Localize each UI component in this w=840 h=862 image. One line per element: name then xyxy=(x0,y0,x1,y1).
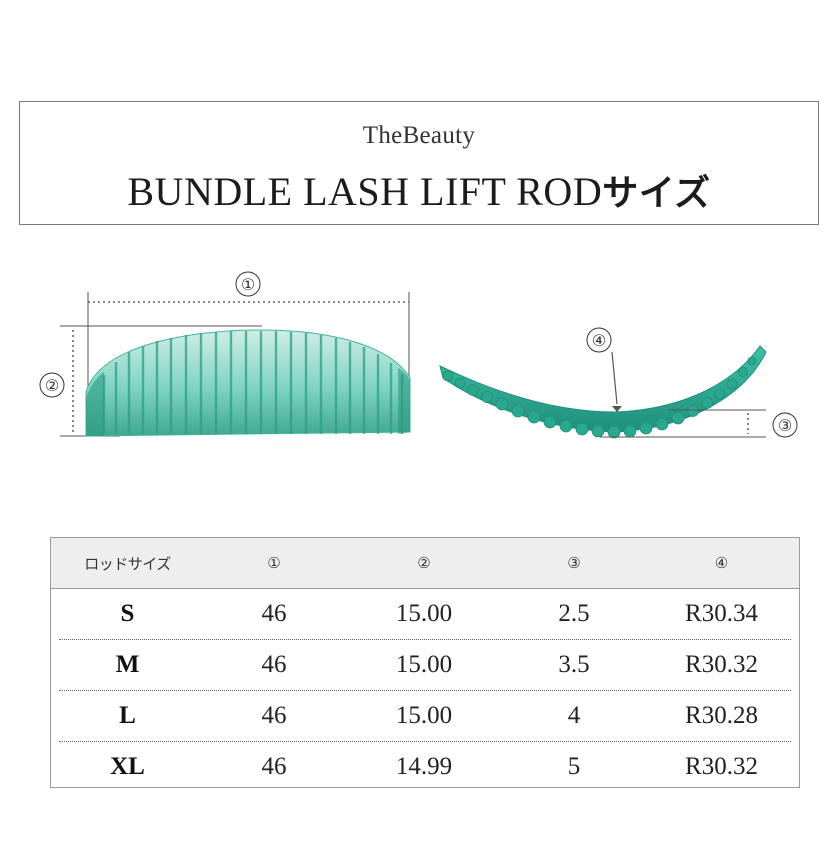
label-2-text: ② xyxy=(45,376,59,395)
brand-name: TheBeauty xyxy=(362,122,476,149)
table-row: L 46 15.00 4 R30.28 xyxy=(59,690,791,741)
label-1-text: ① xyxy=(241,275,255,294)
product-name: BUNDLE LASH LIFT ROD xyxy=(127,169,603,214)
rod-side-body xyxy=(439,345,767,433)
label-4-pointer xyxy=(611,351,618,405)
value-cell: 2.5 xyxy=(558,600,590,627)
header-dimension-4: ④ xyxy=(714,554,729,572)
table-header-row: ロッドサイズ ① ② ③ ④ xyxy=(51,538,799,589)
label-1-circle xyxy=(235,271,261,297)
label-3-circle xyxy=(772,412,798,438)
header-rod-size: ロッドサイズ xyxy=(84,554,171,573)
rod-side-view: ④ ③ xyxy=(439,327,798,439)
label-3-text: ③ xyxy=(778,416,792,435)
value-cell: 3.5 xyxy=(558,651,590,678)
value-cell: 46 xyxy=(261,753,287,780)
value-cell: 4 xyxy=(567,702,581,729)
label-2-circle xyxy=(39,372,65,398)
value-cell: R30.34 xyxy=(685,600,758,627)
value-cell: 46 xyxy=(261,651,287,678)
title-box: TheBeauty BUNDLE LASH LIFT RODサイズ xyxy=(19,101,819,225)
value-cell: 15.00 xyxy=(395,702,453,729)
value-cell: R30.32 xyxy=(685,753,758,780)
value-cell: 14.99 xyxy=(395,753,453,780)
label-4-text: ④ xyxy=(592,331,606,350)
rod-dimension-diagram: ① ② xyxy=(39,271,798,439)
label-4-circle xyxy=(586,327,612,353)
product-title-suffix: サイズ xyxy=(602,173,711,214)
table-row: XL 46 14.99 5 R30.32 xyxy=(59,741,791,792)
size-cell: XL xyxy=(110,753,145,780)
size-cell: S xyxy=(120,600,135,627)
rod-front-view: ① ② xyxy=(39,271,411,437)
rod-ridges xyxy=(102,331,404,434)
table-row: S 46 15.00 2.5 R30.34 xyxy=(51,589,799,639)
value-cell: R30.32 xyxy=(685,651,758,678)
value-cell: 46 xyxy=(261,702,287,729)
size-spec-table: ロッドサイズ ① ② ③ ④ S 46 15.00 2.5 R30.34 M 4… xyxy=(50,537,800,788)
rod-body xyxy=(85,329,411,437)
size-cell: L xyxy=(119,702,136,729)
value-cell: 15.00 xyxy=(395,600,453,627)
header-dimension-2: ② xyxy=(417,554,431,572)
value-cell: 46 xyxy=(261,600,287,627)
size-cell: M xyxy=(115,651,140,678)
value-cell: R30.28 xyxy=(685,702,758,729)
header-dimension-3: ③ xyxy=(567,554,581,572)
header-dimension-1: ① xyxy=(267,554,281,572)
value-cell: 5 xyxy=(567,753,581,780)
product-title: BUNDLE LASH LIFT RODサイズ xyxy=(20,164,818,216)
table-row: M 46 15.00 3.5 R30.32 xyxy=(59,639,791,690)
value-cell: 15.00 xyxy=(395,651,453,678)
rod-side-bumps xyxy=(442,356,757,439)
